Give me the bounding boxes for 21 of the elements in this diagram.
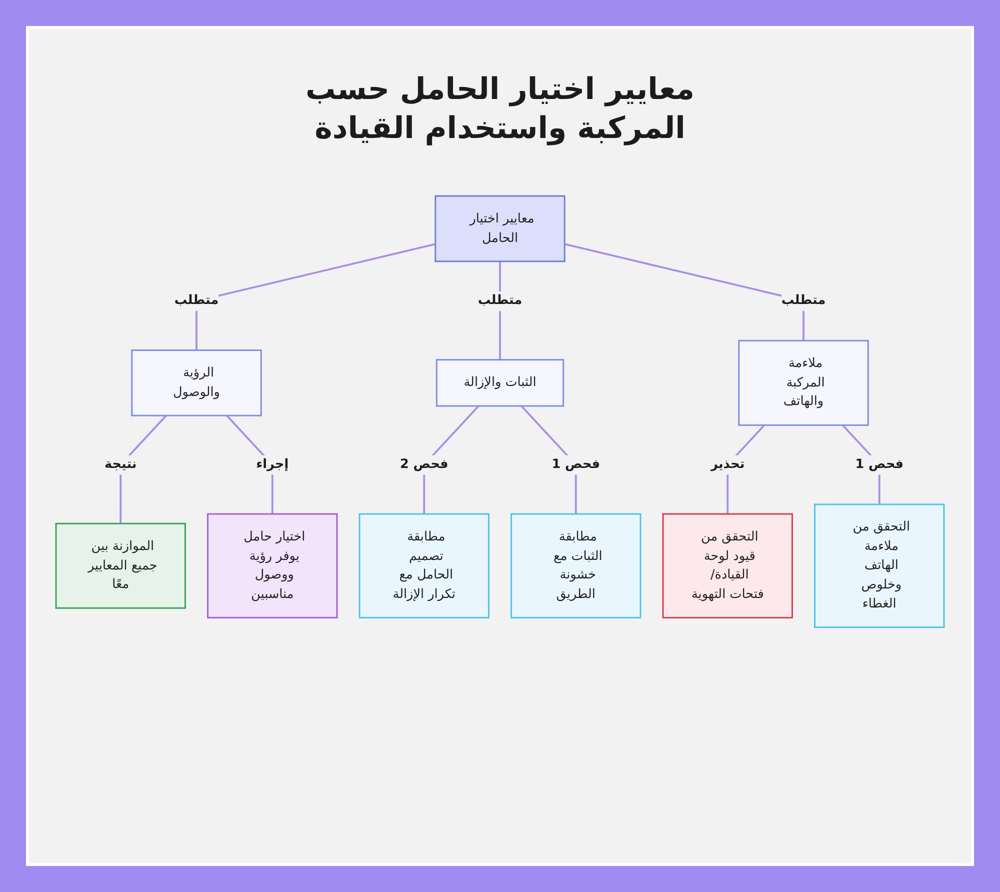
node-box: التحقق من قيود لوحة القيادة/ فتحات التهوية: [662, 513, 793, 618]
node-box: الرؤية والوصول: [131, 349, 262, 416]
diagram-title: معايير اختيار الحامل حسب المركبة واستخدام القيادة: [304, 71, 696, 148]
node-box: التحقق من ملاءمة الهاتف وخلوص الغطاء: [814, 504, 945, 628]
node-box: معايير اختيار الحامل: [434, 195, 566, 262]
node-box: مطابقة تصميم الحامل مع تكرار الإزالة: [358, 513, 490, 618]
edge-label: فحص 1: [855, 456, 904, 472]
edge-label: فحص 2: [400, 456, 448, 472]
edge-label: متطلب: [478, 292, 522, 308]
node-box: اختيار حامل يوفر رؤية ووصول مناسبين: [207, 513, 338, 618]
node-box: الموازنة بين جميع المعايير معًا: [55, 522, 186, 609]
edge-label: فحص 1: [552, 456, 600, 472]
edge-label: نتيجة: [104, 456, 137, 472]
edge-label: إجراء: [256, 456, 289, 472]
edge-label: متطلب: [174, 292, 219, 308]
connector: [564, 243, 804, 341]
edge-label: متطلب: [781, 292, 826, 308]
node-box: مطابقة الثبات مع خشونة الطريق: [510, 513, 642, 618]
connector: [196, 243, 436, 350]
node-box: الثبات والإزالة: [436, 359, 564, 407]
node-box: ملاءمة المركبة والهاتف: [738, 340, 869, 426]
